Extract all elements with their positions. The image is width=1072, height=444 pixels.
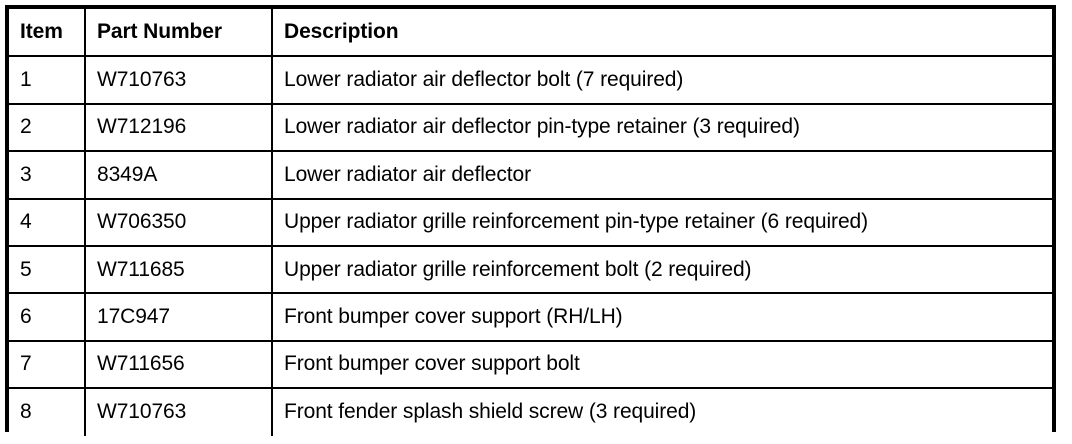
cell-description: Lower radiator air deflector [272, 150, 1052, 199]
cell-part-number: W706350 [85, 197, 273, 246]
column-header-description: Description [272, 9, 1052, 58]
cell-description: Upper radiator grille reinforcement bolt… [272, 244, 1052, 294]
cell-description: Front bumper cover support bolt [272, 339, 1052, 389]
cell-part-number: 17C947 [85, 292, 273, 341]
table-body: 1 W710763 Lower radiator air deflector b… [9, 56, 1052, 436]
table-row: 8 W710763 Front fender splash shield scr… [9, 387, 1052, 436]
table-header: Item Part Number Description [9, 9, 1052, 58]
cell-item: 8 [9, 387, 86, 436]
table-row: 6 17C947 Front bumper cover support (RH/… [9, 292, 1052, 341]
cell-item: 5 [9, 244, 86, 294]
cell-item: 3 [9, 150, 86, 199]
cell-item: 7 [9, 339, 86, 389]
cell-item: 1 [9, 56, 86, 104]
table-row: 3 8349A Lower radiator air deflector [9, 150, 1052, 199]
table-header-row: Item Part Number Description [9, 9, 1052, 58]
table-row: 2 W712196 Lower radiator air deflector p… [9, 102, 1052, 152]
cell-item: 4 [9, 197, 86, 246]
cell-part-number: W710763 [85, 387, 273, 436]
parts-table-container: Item Part Number Description 1 W710763 L… [5, 5, 1056, 436]
cell-description: Front fender splash shield screw (3 requ… [272, 387, 1052, 436]
cell-description: Upper radiator grille reinforcement pin-… [272, 197, 1052, 246]
table-row: 7 W711656 Front bumper cover support bol… [9, 339, 1052, 389]
cell-description: Lower radiator air deflector pin-type re… [272, 102, 1052, 152]
table-row: 4 W706350 Upper radiator grille reinforc… [9, 197, 1052, 246]
cell-description: Lower radiator air deflector bolt (7 req… [272, 56, 1052, 104]
cell-part-number: W711685 [85, 244, 273, 294]
column-header-part-number: Part Number [85, 9, 273, 58]
cell-item: 2 [9, 102, 86, 152]
table-row: 5 W711685 Upper radiator grille reinforc… [9, 244, 1052, 294]
cell-part-number: W712196 [85, 102, 273, 152]
cell-part-number: W711656 [85, 339, 273, 389]
parts-table: Item Part Number Description 1 W710763 L… [9, 9, 1052, 436]
table-row: 1 W710763 Lower radiator air deflector b… [9, 56, 1052, 104]
cell-part-number: W710763 [85, 56, 273, 104]
cell-item: 6 [9, 292, 86, 341]
cell-part-number: 8349A [85, 150, 273, 199]
column-header-item: Item [9, 9, 86, 58]
cell-description: Front bumper cover support (RH/LH) [272, 292, 1052, 341]
